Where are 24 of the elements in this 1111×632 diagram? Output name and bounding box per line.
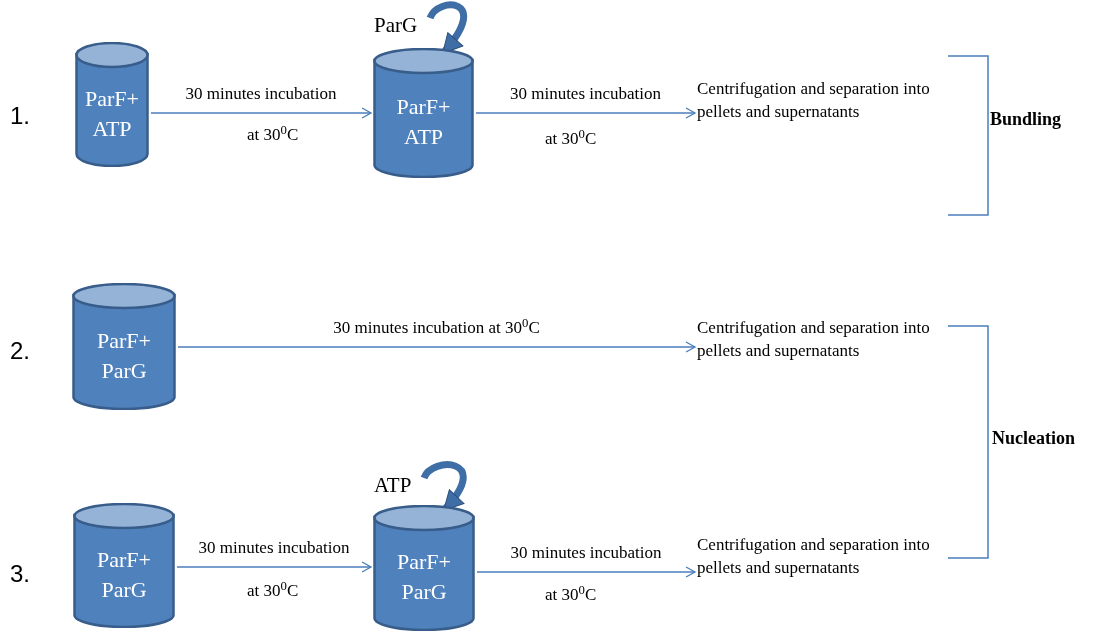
- step-text: ATP: [374, 472, 413, 498]
- arrow: [476, 566, 696, 578]
- group-label: Nucleation: [992, 427, 1075, 450]
- condition-text: at 30$^{0}$C: [545, 126, 597, 150]
- step-number: 2.: [10, 336, 30, 366]
- step-number: 3.: [10, 559, 30, 589]
- condition-text: at 30$^{0}$C: [247, 122, 299, 146]
- arrow: [177, 341, 696, 353]
- container-label: ParF+ ATP: [395, 93, 452, 151]
- step-number: 1.: [10, 101, 30, 131]
- condition-text: at 30$^{0}$C: [247, 578, 299, 602]
- container-label: ParF+ ATP: [84, 84, 140, 143]
- arrow: [176, 561, 372, 573]
- container-label: ParF+ ParG: [96, 326, 152, 385]
- arrow: [475, 107, 696, 119]
- container-label: ParF+ ParG: [96, 545, 152, 604]
- condition-text: at 30$^{0}$C: [545, 582, 597, 606]
- step-text: Centrifugation and separation into pellets and supernatants: [697, 78, 931, 123]
- arrow: [150, 107, 372, 119]
- step-text: ParG: [374, 12, 419, 38]
- group-label: Bundling: [990, 108, 1062, 131]
- step-text: Centrifugation and separation into pellets and supernatants: [697, 534, 931, 579]
- step-text: Centrifugation and separation into pellets and supernatants: [697, 317, 931, 362]
- container-label: ParF+ ParG: [396, 548, 452, 606]
